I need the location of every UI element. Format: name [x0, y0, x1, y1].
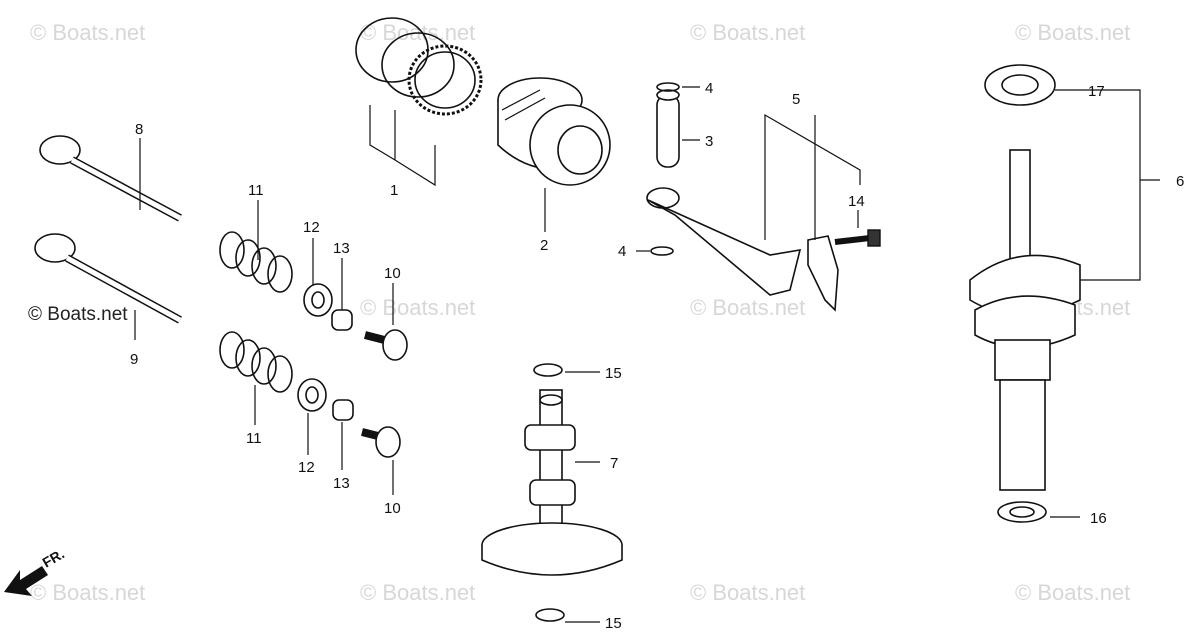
- callout-15: 15: [605, 615, 622, 632]
- watermark: © Boats.net: [1015, 20, 1130, 45]
- connecting-rod: [646, 187, 839, 312]
- valve-collar: [331, 309, 353, 331]
- callout-17: 17: [1088, 83, 1105, 100]
- piston-pin: [656, 89, 680, 168]
- callout-13: 13: [333, 240, 350, 257]
- watermark: © Boats.net: [690, 295, 805, 320]
- callout-4: 4: [705, 80, 713, 97]
- front-label: FR.: [40, 545, 68, 570]
- crankshaft: [969, 64, 1081, 523]
- valve-collar: [332, 399, 354, 421]
- valve: [34, 233, 182, 324]
- callout-1: 1: [390, 182, 398, 199]
- callout-8: 8: [135, 121, 143, 138]
- spring-retainer-hole: [305, 386, 319, 404]
- callout-4: 4: [618, 243, 626, 260]
- rod-bolt: [834, 229, 881, 247]
- callout-13: 13: [333, 475, 350, 492]
- callout-11: 11: [246, 430, 262, 447]
- piston-rings: [355, 17, 483, 116]
- piston: [497, 77, 611, 186]
- valve-spring: [219, 231, 293, 293]
- watermark: © Boats.net: [30, 20, 145, 45]
- shim-washer: [535, 608, 565, 622]
- tappet: [361, 426, 401, 458]
- callout-6: 6: [1176, 173, 1184, 190]
- watermark: © Boats.net: [690, 20, 805, 45]
- tappet: [363, 329, 408, 361]
- callout-5: 5: [792, 91, 800, 108]
- camshaft: [481, 363, 623, 622]
- valve-spring: [219, 331, 293, 393]
- pin-clip: [650, 246, 674, 256]
- callouts: 1 2 3 4 4 5 6 7 8 9 10 10 11 11 12 12 13…: [130, 80, 1184, 632]
- callout-14: 14: [848, 193, 865, 210]
- watermark: © Boats.net: [690, 580, 805, 605]
- watermark: © Boats.net: [30, 580, 145, 605]
- watermark-foreground: © Boats.net: [28, 304, 128, 325]
- shim-washer: [533, 363, 563, 377]
- callout-10: 10: [384, 265, 401, 282]
- valve: [39, 135, 182, 222]
- watermark-layer: © Boats.net © Boats.net © Boats.net © Bo…: [28, 20, 1130, 605]
- watermark: © Boats.net: [1015, 580, 1130, 605]
- callout-12: 12: [298, 459, 315, 476]
- spring-retainer-hole: [311, 291, 325, 309]
- callout-3: 3: [705, 133, 713, 150]
- callout-10: 10: [384, 500, 401, 517]
- pin-clip: [656, 82, 680, 92]
- callout-15: 15: [605, 365, 622, 382]
- watermark: © Boats.net: [360, 580, 475, 605]
- callout-12: 12: [303, 219, 320, 236]
- callout-2: 2: [540, 237, 548, 254]
- watermark: © Boats.net: [360, 295, 475, 320]
- callout-11: 11: [248, 182, 264, 199]
- callout-9: 9: [130, 351, 138, 368]
- callout-7: 7: [610, 455, 618, 472]
- callout-16: 16: [1090, 510, 1107, 527]
